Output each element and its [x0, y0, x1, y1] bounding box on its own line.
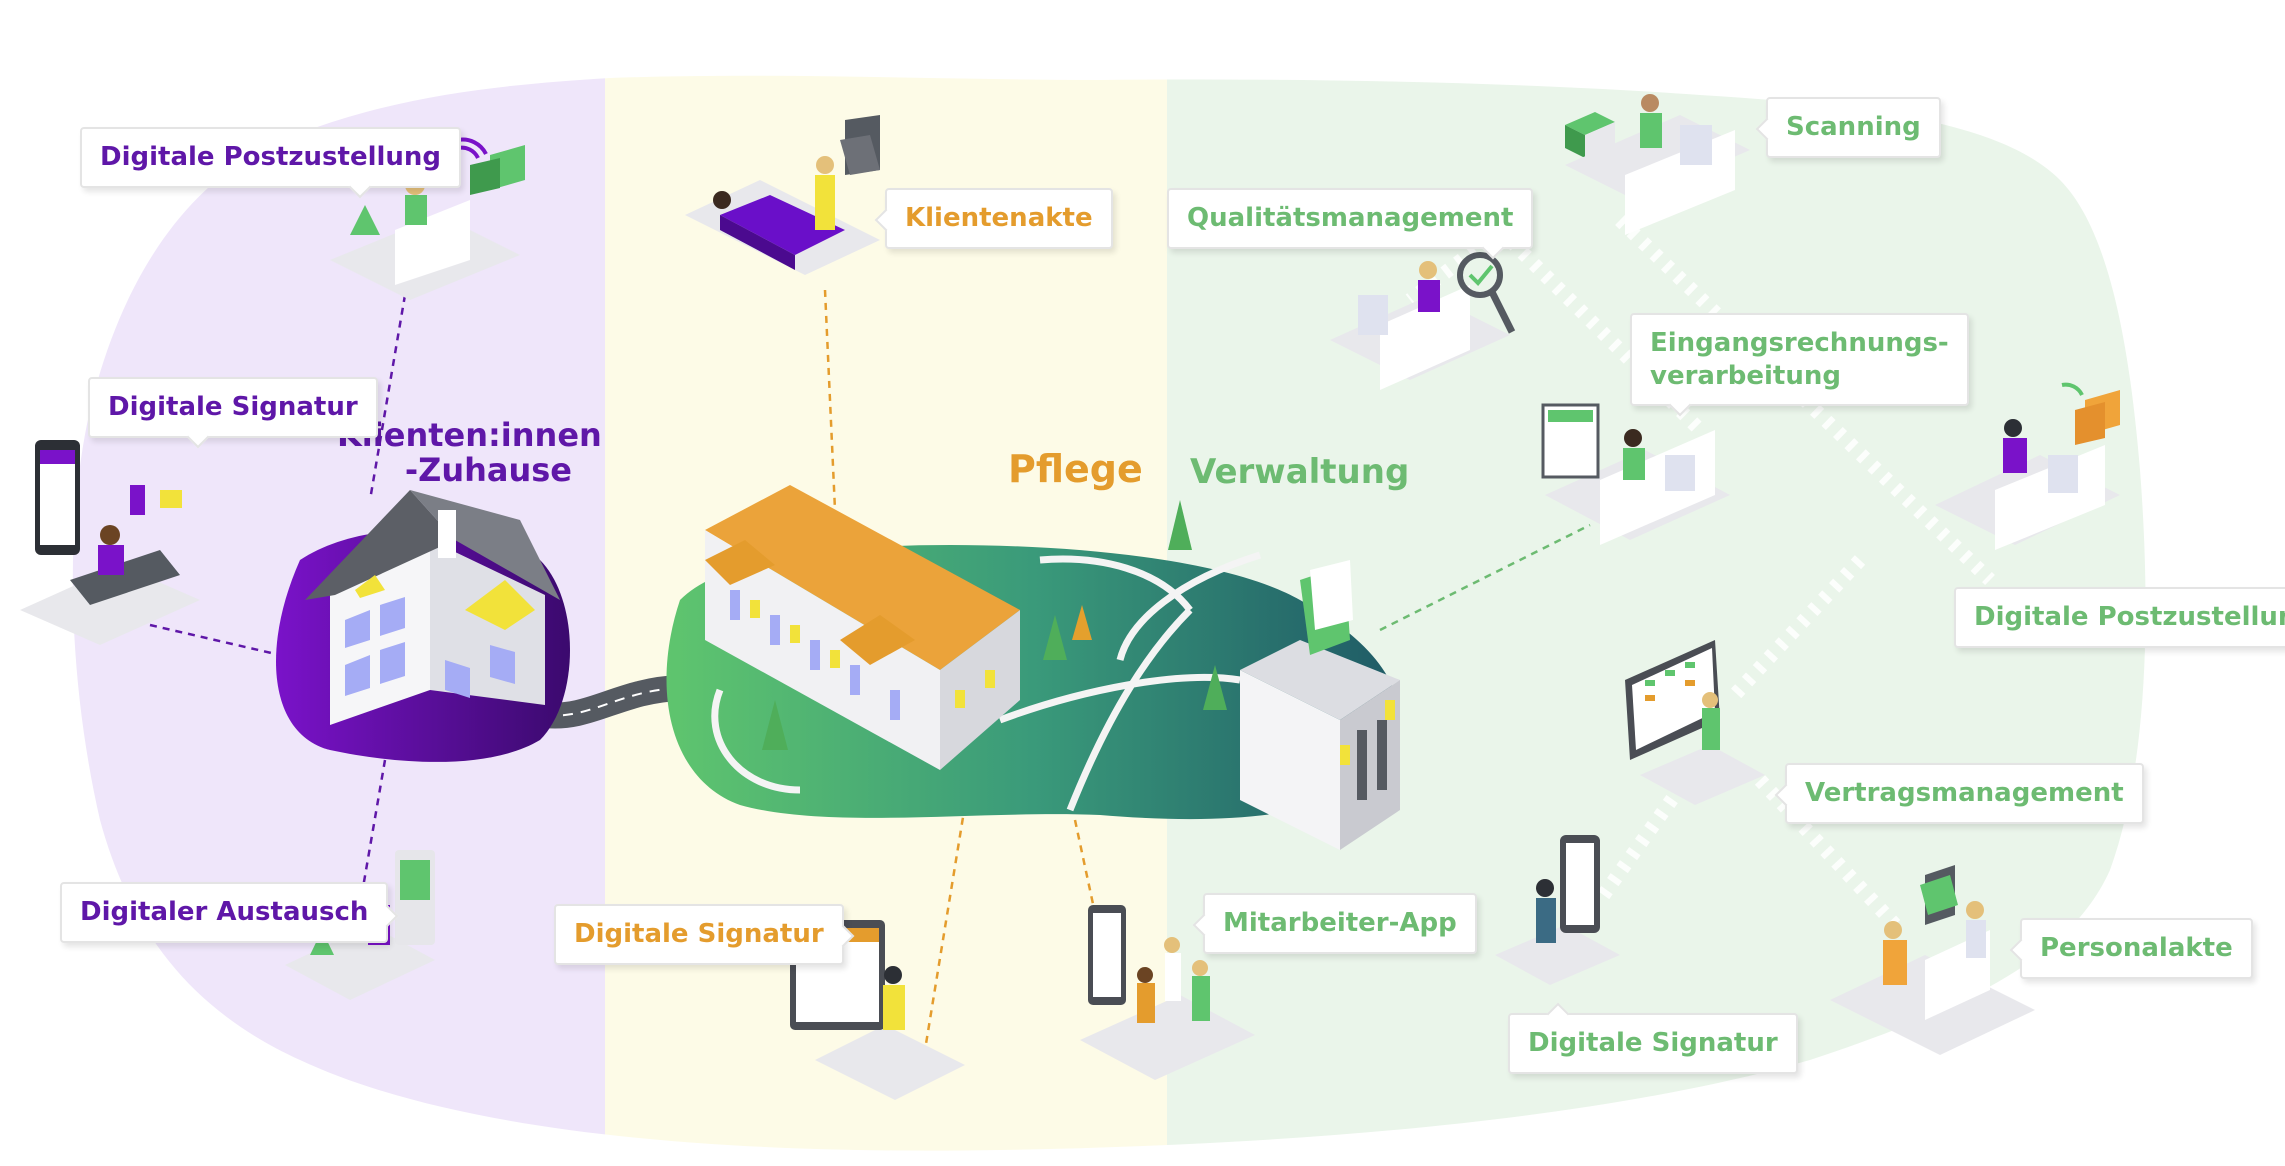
callout-home-signatur: Digitale Signatur [88, 377, 378, 448]
home-zone-title-line2: -Zuhause [404, 451, 572, 490]
callout-care-signatur: Digitale Signatur [554, 904, 854, 965]
workstation-home-signatur [20, 440, 200, 645]
care-building-icon [705, 485, 1020, 770]
printer-icon [1565, 112, 1615, 158]
callout-admin-vertrag-text: Vertragsmanagement [1805, 778, 2124, 808]
workstation-rechnung [1541, 403, 1730, 545]
callout-care-klientenakte: Klientenakte [874, 188, 1113, 249]
callout-admin-rechnung-line1: Eingangsrechnungs- [1650, 328, 1949, 358]
envelope-icon [470, 145, 525, 195]
callout-home-austausch: Digitaler Austausch [60, 882, 399, 943]
admin-zone-title: Verwaltung [1190, 452, 1410, 492]
callout-admin-qualitaet: Qualitätsmanagement [1167, 188, 1534, 259]
callout-home-signatur-text: Digitale Signatur [108, 392, 358, 422]
workstation-qualitaet [1330, 261, 1510, 390]
callout-care-klientenakte-text: Klientenakte [905, 203, 1093, 233]
workstation-admin-post [1935, 382, 2120, 550]
home-zone-title-line1: Klienten:innen [337, 416, 602, 454]
tree-icon [762, 500, 1227, 750]
magnifier-icon [1457, 252, 1516, 334]
workstation-vertrag [1625, 640, 1765, 805]
callout-admin-qualitaet-text: Qualitätsmanagement [1187, 203, 1514, 233]
callout-home-postzustellung: Digitale Postzustellung [80, 127, 462, 198]
callout-care-signatur-text: Digitale Signatur [574, 919, 824, 949]
workstation-care-app [1080, 905, 1255, 1080]
house-icon [305, 490, 560, 725]
admin-building-icon [1240, 560, 1400, 850]
callout-home-austausch-text: Digitaler Austausch [80, 897, 369, 927]
callout-admin-rechnung-line2: verarbeitung [1650, 360, 1841, 391]
callout-admin-personalakte: Personalakte [2009, 918, 2253, 979]
road-icon [543, 675, 681, 729]
workstation-personalakte [1830, 865, 2035, 1055]
callout-admin-signatur-text: Digitale Signatur [1528, 1028, 1778, 1058]
folder-icon [840, 115, 880, 175]
home-zone-title: Klienten:innen -Zuhause [337, 416, 602, 490]
callout-admin-postzustellung: Digitale Postzustellung [1954, 587, 2285, 648]
callout-home-postzustellung-text: Digitale Postzustellung [100, 142, 442, 172]
callout-admin-scanning-text: Scanning [1786, 112, 1921, 142]
callout-admin-signatur: Digitale Signatur [1508, 1002, 1798, 1074]
workstation-scanning [1565, 94, 1750, 235]
callout-admin-postzustellung-text: Digitale Postzustellung [1974, 602, 2285, 632]
callout-admin-rechnung: Eingangsrechnungs- verarbeitung [1630, 313, 1969, 417]
callout-care-app: Mitarbeiter-App [1192, 893, 1477, 954]
bed-icon [685, 156, 880, 275]
callout-care-app-text: Mitarbeiter-App [1223, 908, 1457, 938]
callout-admin-vertrag: Vertragsmanagement [1774, 763, 2144, 824]
workstation-admin-signatur [1495, 835, 1620, 985]
care-zone-title: Pflege [1008, 447, 1143, 491]
callout-admin-scanning: Scanning [1755, 97, 1941, 158]
callout-admin-personalakte-text: Personalakte [2040, 933, 2233, 963]
